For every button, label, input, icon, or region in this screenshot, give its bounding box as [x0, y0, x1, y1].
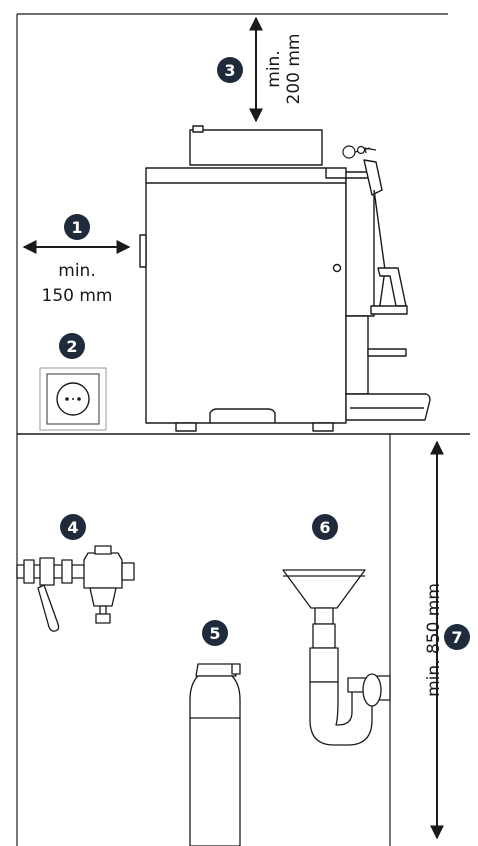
front-panel-top: [325, 168, 374, 179]
side-handle: [139, 234, 147, 268]
siphon-pipe: [309, 647, 339, 683]
svg-text:1: 1: [71, 218, 82, 237]
dim-1-label-line2: 150 mm: [42, 286, 113, 306]
pipe-nut-1: [23, 559, 35, 584]
dim-1-label-line1: min.: [58, 261, 95, 281]
badge-7: 7: [444, 624, 470, 650]
badge-3: 3: [217, 57, 243, 83]
drain-siphon: [282, 569, 391, 746]
filter-cap: [94, 545, 112, 555]
front-curve: [373, 189, 386, 313]
siphon-coupling: [312, 623, 336, 649]
dim-7-label: min. 850 mm: [424, 583, 444, 697]
coffee-machine: [139, 125, 431, 432]
key-icon: [342, 145, 377, 159]
milk-outlet: [367, 348, 407, 357]
cartridge-port: [231, 663, 241, 675]
dim-3-label-line1: min.: [264, 50, 284, 87]
dim-3-label-line2: 200 mm: [284, 34, 304, 105]
filter-stem: [99, 605, 107, 615]
svg-text:2: 2: [66, 337, 77, 356]
bean-hopper: [189, 129, 323, 166]
badge-2: 2: [59, 333, 85, 359]
front-panel: [345, 171, 375, 317]
number-badges: 1 2 3 4 5 6 7: [59, 57, 470, 650]
filter-housing-top: [83, 552, 123, 589]
spout-head: [370, 305, 408, 315]
filter-bowl: [89, 587, 117, 607]
svg-text:3: 3: [224, 61, 235, 80]
side-screw: [332, 263, 342, 273]
badge-1: 1: [64, 214, 90, 240]
valve-lever: [37, 584, 60, 632]
control-handle: [363, 159, 383, 196]
badge-6: 6: [312, 514, 338, 540]
pipe-nut-2: [61, 559, 73, 584]
cartridge-body: [189, 675, 241, 846]
room-outline: [16, 13, 470, 846]
machine-body: [145, 167, 347, 424]
drip-grille: [209, 408, 276, 423]
pipe-nut-3: [121, 562, 135, 581]
valve-body: [39, 557, 55, 586]
outlet-elbow: [362, 673, 382, 707]
svg-text:4: 4: [67, 518, 78, 537]
power-socket: [39, 367, 107, 431]
drain-funnel: [282, 569, 366, 609]
svg-text:6: 6: [319, 518, 330, 537]
drip-tray: [345, 393, 431, 421]
machine-foot-left: [175, 422, 197, 432]
filter-drain: [95, 613, 111, 624]
hopper-tab: [192, 125, 204, 133]
badge-4: 4: [60, 514, 86, 540]
lower-column: [345, 315, 369, 395]
water-filter-cartridge: [189, 663, 241, 846]
water-valve-filter: [16, 545, 135, 632]
cartridge-head: [195, 663, 237, 677]
svg-text:5: 5: [209, 624, 220, 643]
svg-text:7: 7: [451, 628, 462, 647]
dimension-arrows: [22, 16, 444, 840]
funnel-neck: [314, 607, 334, 625]
badge-5: 5: [202, 620, 228, 646]
machine-foot-right: [312, 422, 334, 432]
